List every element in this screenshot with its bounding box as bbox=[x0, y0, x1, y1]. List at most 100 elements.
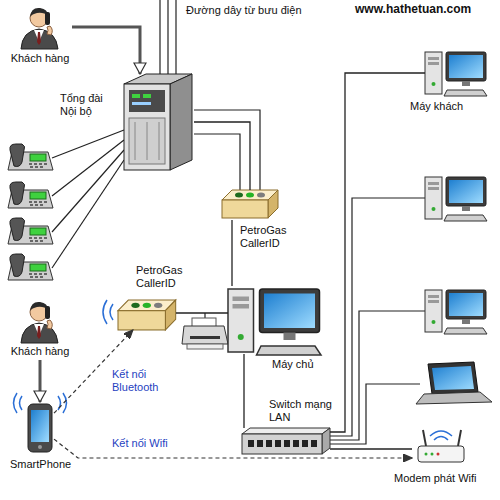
bluetooth-waves bbox=[20, 396, 23, 410]
customer-figure bbox=[21, 302, 58, 343]
device-node: Máy khách bbox=[425, 50, 487, 96]
pbx-cabinet bbox=[124, 74, 192, 170]
device-label: Khách hàng bbox=[8, 345, 72, 358]
pbx-cabinet bbox=[135, 122, 136, 160]
wifi-modem bbox=[431, 453, 434, 456]
lan-switch bbox=[248, 440, 254, 447]
device-label: Tổng đài Nội bộ bbox=[60, 92, 116, 118]
bluetooth-waves bbox=[110, 304, 113, 320]
pbx-cabinet bbox=[129, 118, 165, 164]
server-computer bbox=[228, 289, 321, 355]
device-node: Khách hàng bbox=[8, 298, 72, 360]
connection-label: Kết nối Wifi bbox=[112, 437, 168, 450]
device-label: Khách hàng bbox=[8, 52, 72, 65]
client-computer bbox=[425, 52, 487, 96]
desk-phone bbox=[8, 182, 53, 208]
callerid-device bbox=[118, 300, 176, 330]
lan-cables bbox=[205, 198, 425, 444]
smartphone bbox=[28, 404, 52, 452]
device-label: SmartPhone bbox=[10, 458, 71, 471]
device-node: Khách hàng bbox=[8, 4, 72, 66]
wifi-modem bbox=[458, 430, 461, 446]
desk-phone bbox=[8, 254, 53, 280]
lan-switch bbox=[322, 428, 330, 454]
smartphone bbox=[28, 404, 52, 452]
cable-connector bbox=[243, 354, 244, 428]
lan-switch bbox=[302, 440, 308, 447]
device-node: PetroGas CallerID bbox=[222, 190, 278, 220]
cable-connector bbox=[330, 73, 425, 432]
wifi-modem bbox=[430, 431, 452, 436]
wifi-modem bbox=[434, 437, 448, 441]
bluetooth-waves bbox=[14, 393, 18, 413]
lan-cables bbox=[330, 384, 420, 444]
printer bbox=[187, 344, 223, 349]
lan-switch bbox=[266, 440, 272, 447]
phone-line-cables bbox=[194, 110, 260, 190]
desk-phone bbox=[8, 144, 53, 170]
flow-arrow bbox=[72, 27, 140, 74]
pbx-cabinet bbox=[129, 90, 165, 112]
laptop bbox=[428, 362, 478, 394]
phone-line-cables bbox=[194, 134, 240, 190]
smartphone bbox=[31, 410, 49, 442]
customer-figure bbox=[21, 8, 58, 49]
printer bbox=[182, 326, 228, 344]
pbx-cabinet bbox=[147, 122, 148, 160]
phone-line-cables bbox=[52, 140, 124, 196]
cable-connector bbox=[194, 122, 250, 190]
cable-connector bbox=[176, 312, 228, 313]
device-label: Máy khách bbox=[410, 100, 463, 113]
wifi-modem bbox=[437, 453, 440, 456]
flow-arrow bbox=[39, 360, 42, 402]
device-label: Modem phát Wifi bbox=[394, 472, 477, 485]
device-node: Tổng đài Nội bộ bbox=[122, 74, 194, 170]
device-node: PetroGas CallerID bbox=[118, 300, 176, 330]
pbx-cabinet bbox=[132, 102, 151, 105]
wireless-link bbox=[54, 439, 412, 458]
lan-switch bbox=[293, 440, 299, 447]
smartphone bbox=[38, 445, 42, 449]
phone-line-cables bbox=[167, 0, 168, 78]
bluetooth-waves bbox=[103, 300, 107, 324]
wifi-modem bbox=[418, 446, 464, 462]
pbx-cabinet bbox=[143, 94, 151, 98]
lan-cables bbox=[330, 311, 425, 440]
bluetooth-waves bbox=[63, 393, 67, 413]
pbx-cabinet bbox=[159, 122, 160, 160]
callerid-device bbox=[222, 190, 278, 218]
lan-switch bbox=[311, 440, 317, 447]
wifi-modem bbox=[418, 430, 464, 462]
cable-connector bbox=[330, 448, 412, 449]
phone-line-cables bbox=[52, 130, 124, 158]
device-label: PetroGas CallerID bbox=[240, 224, 300, 250]
phone-line-cables bbox=[52, 0, 260, 268]
device-node: Máy chủ bbox=[228, 286, 322, 354]
bluetooth-waves bbox=[58, 396, 61, 410]
lan-switch bbox=[242, 428, 330, 454]
pbx-cabinet bbox=[124, 84, 170, 170]
printer bbox=[182, 318, 228, 349]
device-label: Máy chủ bbox=[272, 358, 314, 371]
desk-phone bbox=[8, 218, 53, 244]
device-label: PetroGas CallerID bbox=[136, 264, 196, 290]
connection-label: Kết nối Bluetooth bbox=[112, 368, 170, 394]
device-node: SmartPhone bbox=[26, 402, 54, 454]
wifi-modem bbox=[423, 430, 426, 446]
phone-line-cables bbox=[159, 0, 160, 78]
phone-line-cables bbox=[52, 150, 124, 232]
lan-switch bbox=[242, 428, 330, 434]
lan-cables bbox=[330, 198, 425, 436]
device-node: Switch mạng LAN bbox=[242, 428, 330, 454]
laptop bbox=[416, 362, 492, 404]
cable-connector bbox=[231, 220, 232, 286]
lan-switch bbox=[284, 440, 290, 447]
annotation-label: Đường dây từ bưu điện bbox=[186, 4, 302, 17]
website-watermark: www.hathetuan.com bbox=[355, 3, 471, 16]
phone-line-cables bbox=[175, 0, 176, 78]
client-computer bbox=[425, 290, 487, 334]
device-label: Switch mạng LAN bbox=[269, 398, 341, 424]
pbx-cabinet bbox=[132, 94, 140, 98]
